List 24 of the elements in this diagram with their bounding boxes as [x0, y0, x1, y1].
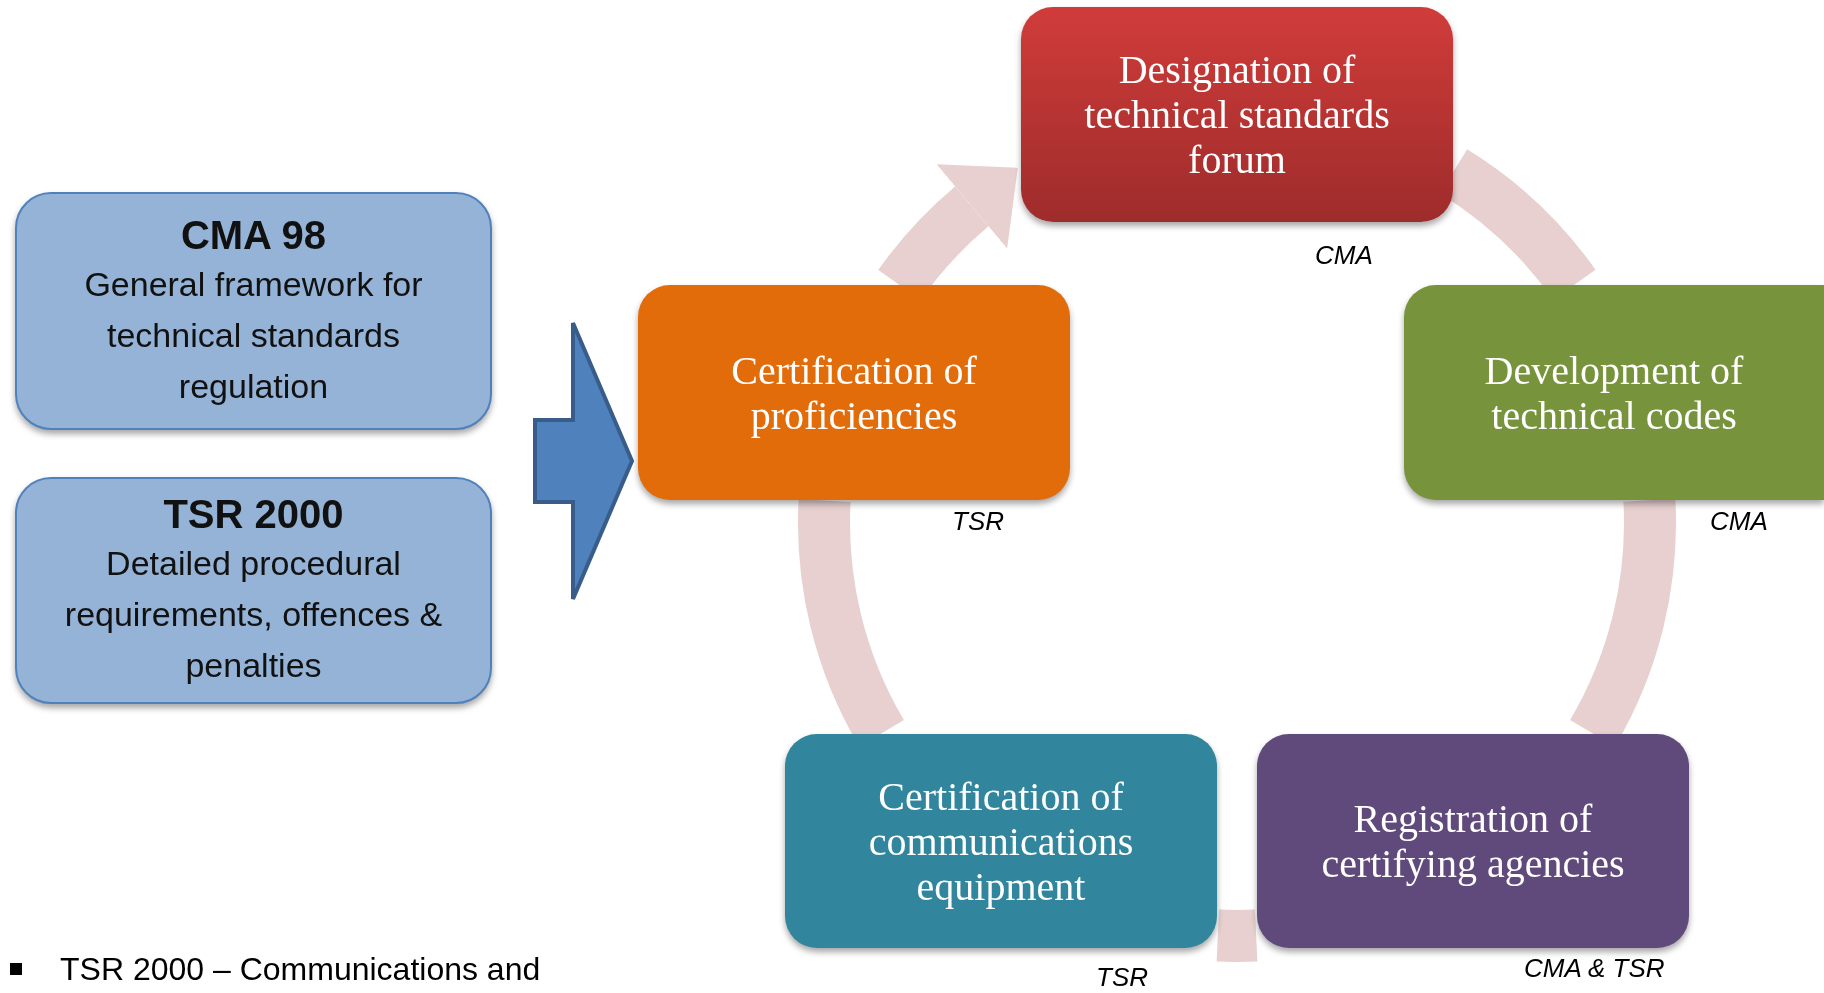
- info-box: [15, 477, 492, 704]
- note-label: TSR: [952, 506, 1004, 536]
- note-label: CMA & TSR: [1524, 953, 1665, 983]
- note-label: CMA: [1710, 506, 1768, 536]
- step-label: Certification of communications equipment: [867, 773, 1135, 909]
- note-label: CMA: [1315, 240, 1373, 270]
- step-label: Designation of technical standards forum: [1083, 47, 1391, 182]
- step-box: [1404, 285, 1824, 500]
- step-box: [1021, 7, 1453, 222]
- step-box: [638, 285, 1070, 500]
- box-title: CMA 98: [180, 211, 327, 259]
- note-text: TSR 2000 – Communications and: [60, 950, 541, 988]
- block-arrow: [533, 321, 635, 601]
- step-label: Certification of proficiencies: [730, 347, 978, 438]
- info-box: [15, 192, 492, 430]
- step-label: Registration of certifying agencies: [1320, 796, 1626, 886]
- box-description: Detailed procedural requirements, offences & penalties: [63, 543, 444, 686]
- note-label: TSR: [1096, 962, 1148, 992]
- step-label: Development of technical codes: [1483, 347, 1745, 438]
- step-box: [1257, 734, 1689, 948]
- box-description: General framework for technical standards regulation: [83, 263, 424, 407]
- ring-segment: [1216, 909, 1258, 962]
- step-box: [785, 734, 1217, 948]
- box-title: TSR 2000: [163, 491, 344, 538]
